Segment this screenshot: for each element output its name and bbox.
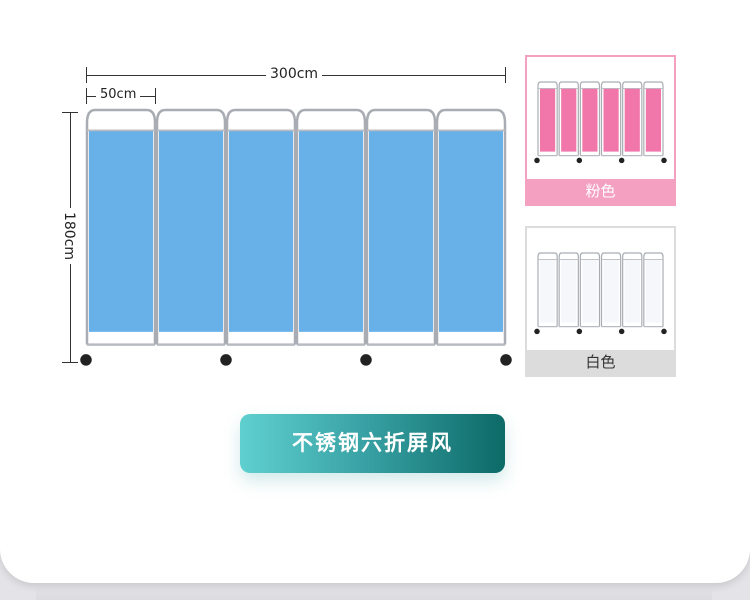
total-width-label: 300cm (266, 66, 323, 82)
curtain (603, 259, 619, 323)
screen-frame (295, 108, 367, 345)
curtain (561, 88, 577, 152)
caster-wheel (618, 328, 625, 335)
screen-frame (365, 108, 437, 345)
screen-frame (643, 81, 664, 156)
screen-frame (579, 81, 601, 156)
caster-wheel (661, 328, 667, 335)
caster-wheel (618, 157, 625, 164)
product-title-banner: 不锈钢六折屏风 (240, 414, 505, 473)
curtain (582, 259, 598, 323)
screen-frame (155, 108, 227, 345)
curtain (645, 259, 661, 323)
caster-wheel (534, 328, 540, 335)
color-option-label: 粉色 (527, 179, 674, 204)
dim-tick (62, 362, 78, 363)
screen-frame (600, 252, 622, 327)
caster-wheel (360, 354, 372, 366)
curtain (439, 130, 503, 332)
screen-frame (579, 252, 601, 327)
color-option-white[interactable]: 白色 (525, 226, 676, 377)
caster-wheel (534, 157, 540, 164)
curtain (299, 130, 363, 332)
caster-wheel (661, 157, 667, 164)
screen-frame (85, 108, 157, 345)
screen-frame (558, 81, 579, 156)
screen-frame (600, 81, 622, 156)
screen-frame (643, 252, 664, 327)
screen-frame (558, 252, 579, 327)
screen-frame (622, 81, 643, 156)
caster-wheel (220, 354, 232, 366)
curtain (540, 88, 556, 152)
screen-frame (622, 252, 643, 327)
curtain (89, 130, 153, 332)
curtain (645, 88, 661, 152)
curtain (159, 130, 223, 332)
curtain (624, 259, 640, 323)
screen-frame (225, 108, 297, 345)
color-option-pink[interactable]: 粉色 (525, 55, 676, 206)
curtain (369, 130, 433, 332)
curtain (603, 88, 619, 152)
curtain (561, 259, 577, 323)
screen-frame (435, 108, 507, 345)
curtain (540, 259, 556, 323)
white-screen-thumbnail (534, 252, 667, 335)
caster-wheel (80, 354, 92, 366)
panel-width-label: 50cm (96, 87, 141, 102)
screen-frame (537, 252, 558, 327)
caster-wheel (500, 354, 512, 366)
caster-wheel (576, 157, 583, 164)
curtain (624, 88, 640, 152)
pink-screen-thumbnail (534, 81, 667, 164)
screen-frame (537, 81, 558, 156)
curtain (229, 130, 293, 332)
color-option-label: 白色 (527, 350, 674, 375)
caster-wheel (576, 328, 583, 335)
curtain (582, 88, 598, 152)
